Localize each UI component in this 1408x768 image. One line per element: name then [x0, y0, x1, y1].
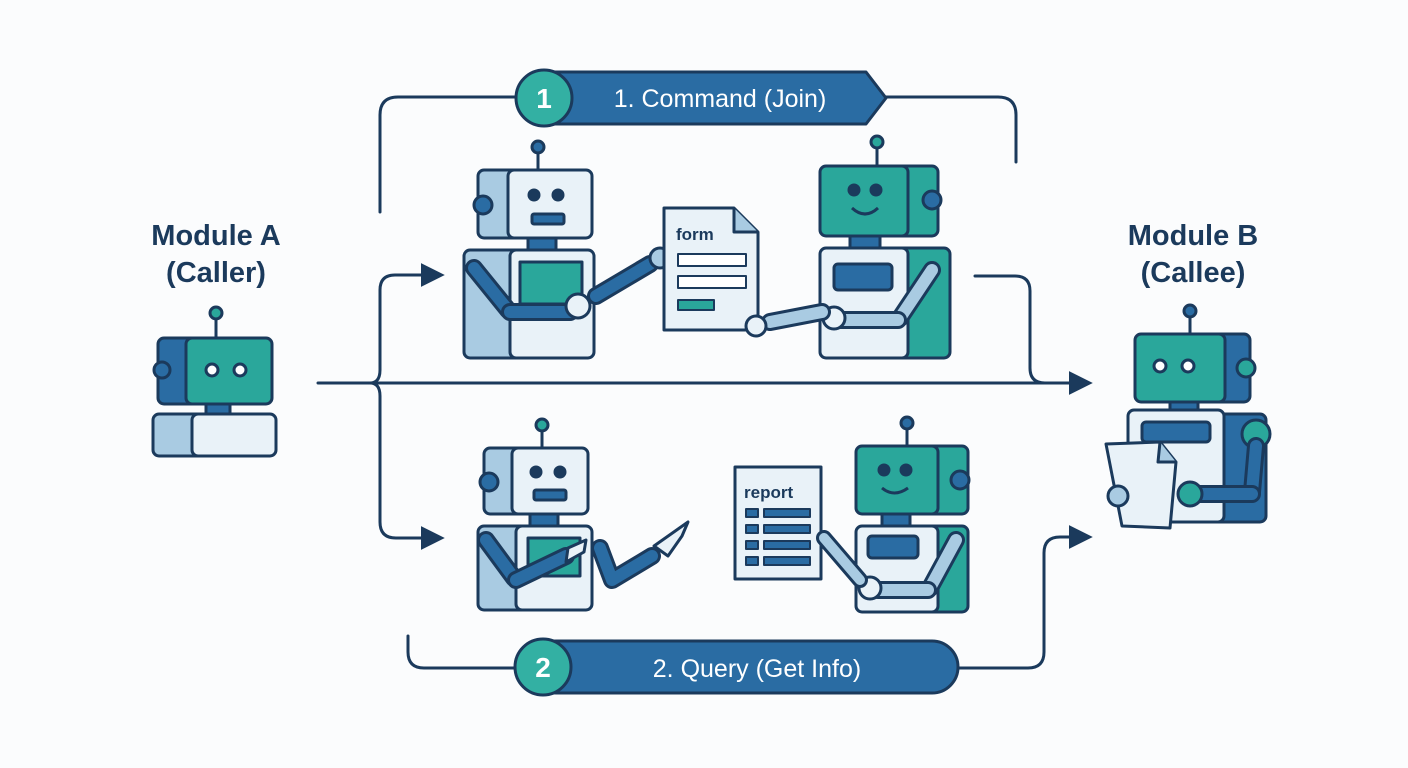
module-a-subtitle: (Caller): [166, 257, 266, 289]
module-a-robot-icon: [151, 305, 278, 458]
module-a-title: Module A: [151, 220, 280, 252]
report-document-label: report: [744, 483, 793, 502]
branch-lower-line: [368, 381, 445, 550]
step-query-number: 2: [535, 652, 551, 683]
connectors: [316, 95, 1093, 670]
step-query-label: 2. Query (Get Info): [653, 655, 861, 683]
command-right-robot-icon: [744, 134, 952, 360]
step-command-number: 1: [536, 83, 552, 114]
query-right-robot-icon: [816, 415, 971, 614]
step-command-number-circle: [514, 68, 574, 128]
top-bracket-line: [378, 95, 522, 214]
branch-upper-line: [368, 263, 445, 385]
form-document-icon: [662, 206, 760, 332]
step-command-badge: 1 1. Command (Join): [514, 68, 888, 128]
query-left-robot-icon: [476, 417, 690, 612]
step-query-badge: 2 2. Query (Get Info): [513, 637, 960, 697]
module-b-robot-icon: [1104, 303, 1272, 530]
query-out-line: [953, 525, 1093, 670]
report-document-icon: [733, 465, 823, 581]
command-left-robot-icon: [462, 139, 672, 360]
module-b-title: Module B: [1128, 220, 1259, 252]
top-bracket-right-line: [878, 95, 1018, 164]
module-b-subtitle: (Callee): [1141, 257, 1246, 289]
bottom-bracket-line: [406, 634, 522, 670]
step-command-label: 1. Command (Join): [614, 85, 827, 113]
form-document-label: form: [676, 225, 714, 244]
step-query-number-circle: [513, 637, 573, 697]
command-out-line: [973, 274, 1047, 385]
